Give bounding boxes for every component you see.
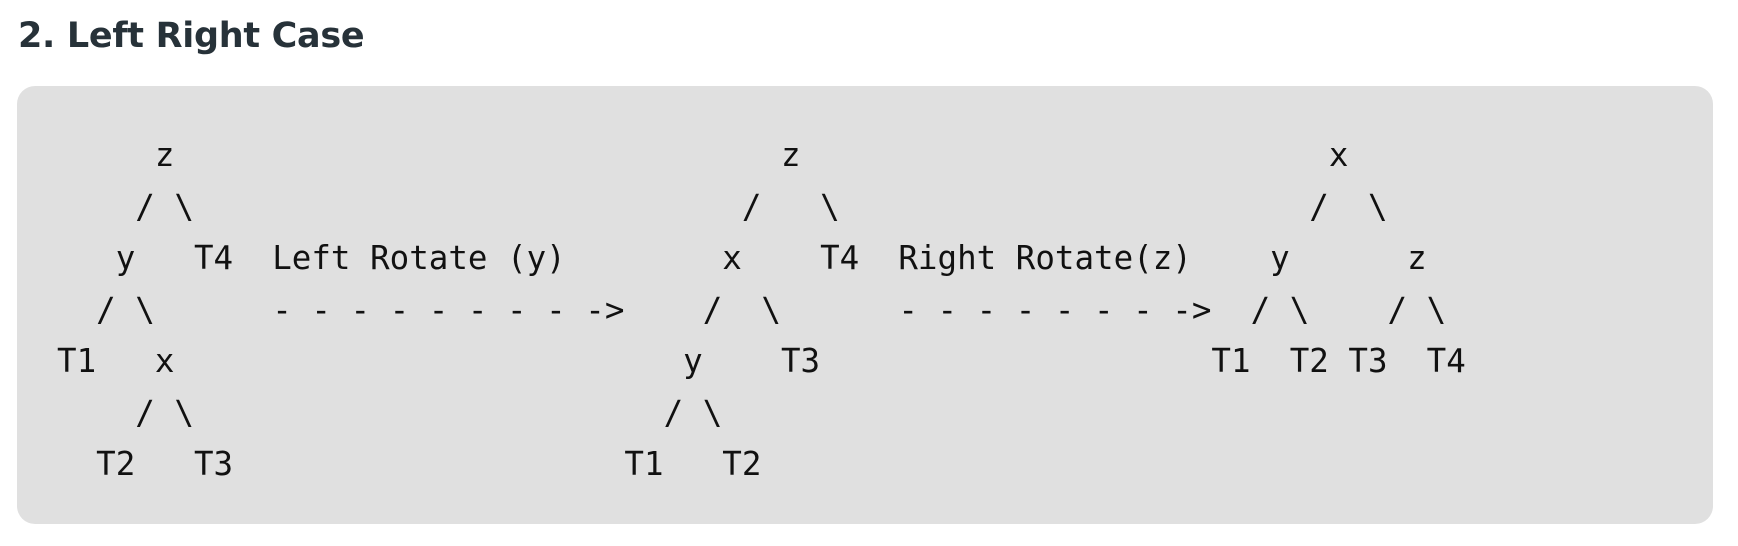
code-line: / \ / \ — [57, 393, 723, 432]
code-line: T1 x y T3 T1 T2 T3 T4 — [57, 342, 1466, 380]
code-block: z z x / \ / \ / \ y T4 Left Rotate (y) x… — [17, 86, 1713, 524]
code-line: T2 T3 T1 T2 — [57, 445, 762, 483]
code-line: / \ / \ / \ — [57, 187, 1388, 226]
code-line: / \ - - - - - - - - -> / \ - - - - - - -… — [57, 290, 1447, 329]
section-heading: 2. Left Right Case — [18, 16, 365, 56]
code-line: y T4 Left Rotate (y) x T4 Right Rotate(z… — [57, 239, 1427, 277]
rotation-diagram: z z x / \ / \ / \ y T4 Left Rotate (y) x… — [57, 130, 1713, 491]
code-line: z z x — [57, 136, 1349, 174]
